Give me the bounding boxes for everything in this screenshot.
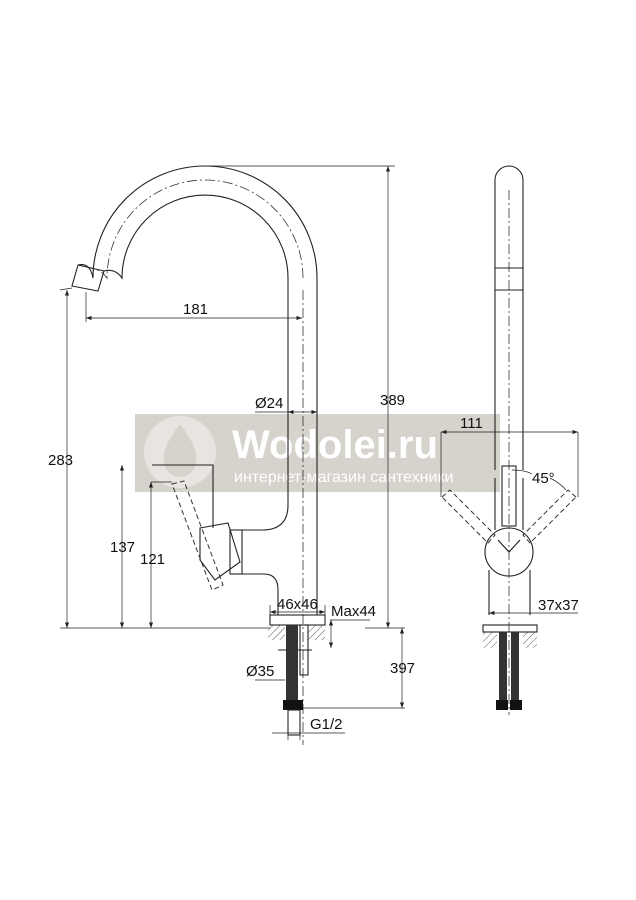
side-stud-left xyxy=(499,632,507,700)
countertop-hatch-left xyxy=(268,625,285,640)
base-plate xyxy=(269,614,326,626)
watermark-brand: Wodolei.ru xyxy=(232,423,438,467)
dim-lever-angle: 45° xyxy=(532,470,555,487)
body-upper xyxy=(242,480,289,531)
side-cartridge xyxy=(484,527,534,577)
threaded-stud xyxy=(286,625,298,700)
aerator xyxy=(71,264,105,292)
dim-spout-reach: 181 xyxy=(183,301,208,318)
lever-tilted xyxy=(171,480,224,591)
dim-total-height: 389 xyxy=(380,392,405,409)
dim-spout-height: 283 xyxy=(48,452,73,469)
watermark-tagline: интернет-магазин сантехники xyxy=(234,469,453,486)
hose-connector xyxy=(287,709,301,736)
front-view: 181 283 389 Ø24 137 121 46x46 Max44 Ø35 … xyxy=(48,165,415,745)
dim-spout-diameter: Ø24 xyxy=(255,395,283,412)
side-stud-right xyxy=(511,632,519,700)
dim-lever-height-upper: 137 xyxy=(110,539,135,556)
spout-centerline xyxy=(90,179,304,280)
spout-inner xyxy=(103,194,289,480)
dim-lever-width: 111 xyxy=(460,415,483,432)
lever-outline xyxy=(152,464,214,528)
cartridge-housing xyxy=(229,529,243,575)
dim-base-side: 37x37 xyxy=(538,597,579,614)
hose-nut xyxy=(283,700,303,710)
dim-lever-height-lower: 121 xyxy=(140,551,165,568)
side-spout xyxy=(494,165,524,470)
lever-joint xyxy=(199,522,241,581)
spout-outer xyxy=(77,165,318,615)
dim-hose-length: 397 xyxy=(390,660,415,677)
side-base-plate xyxy=(482,624,538,633)
dim-base-front: 46x46 xyxy=(277,596,318,613)
dim-mount-hole: Ø35 xyxy=(246,663,274,680)
stud-rod xyxy=(299,624,309,676)
lever-left-45 xyxy=(441,489,496,544)
dim-max-countertop: Max44 xyxy=(331,603,376,620)
countertop-hatch-right xyxy=(308,625,325,640)
lever-right-45 xyxy=(522,489,577,544)
side-lever-stem xyxy=(501,465,517,527)
side-view: 111 45° 37x37 xyxy=(440,165,579,715)
dim-connection-thread: G1/2 xyxy=(310,716,343,733)
body-lower xyxy=(242,573,279,615)
